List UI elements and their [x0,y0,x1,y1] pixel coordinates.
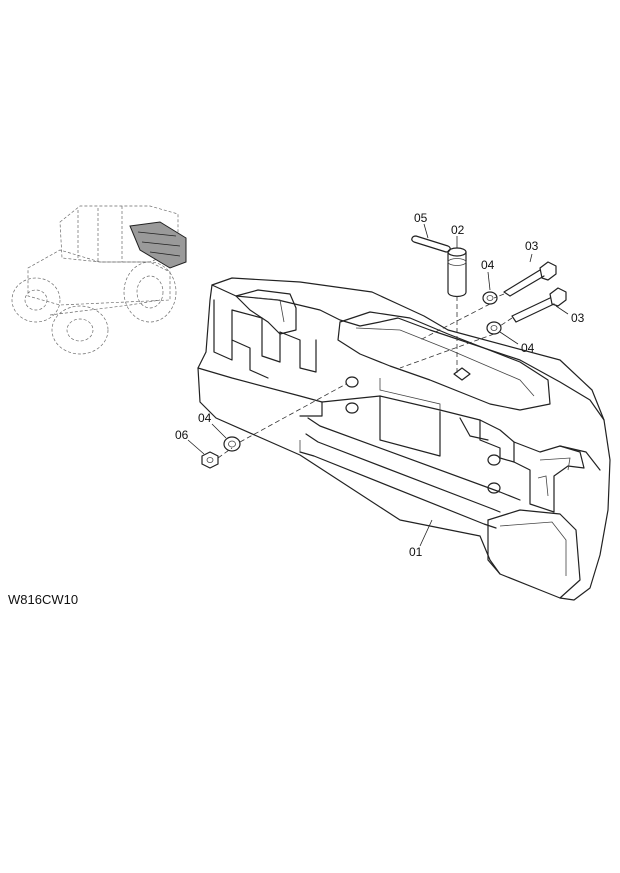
bolt-lower [511,287,567,323]
callout-washer-left: 04 [198,411,212,425]
figure-code: W816CW10 [8,592,78,607]
callout-nut: 06 [175,428,189,442]
callout-pin: 02 [451,223,465,237]
pin [447,247,467,298]
callout-washer-upper: 04 [481,258,495,272]
front-weight-block [197,277,611,601]
bolt-hole-lower-right [487,482,501,494]
leader-lines [187,223,569,547]
lock-clip [411,235,451,253]
callout-washer-middle: 04 [521,341,535,355]
tractor-locator-thumbnail [11,205,187,355]
bolt-hole-upper-right [487,454,501,466]
callout-bolt-upper: 03 [525,239,539,253]
washer-left [223,436,241,452]
callout-bolt-lower: 03 [571,311,585,325]
highlighted-weight-location [129,221,187,269]
bolt-upper [503,261,557,297]
washer-middle [486,321,502,335]
bolt-hole-upper-left [345,376,359,388]
nut [201,451,219,469]
callout-labels: 05 02 03 03 04 04 04 06 01 [175,211,585,559]
bolt-hole-lower-left [345,402,359,414]
assembly-lines [217,293,513,459]
callout-weight-block: 01 [409,545,423,559]
callout-lock-clip: 05 [414,211,428,225]
